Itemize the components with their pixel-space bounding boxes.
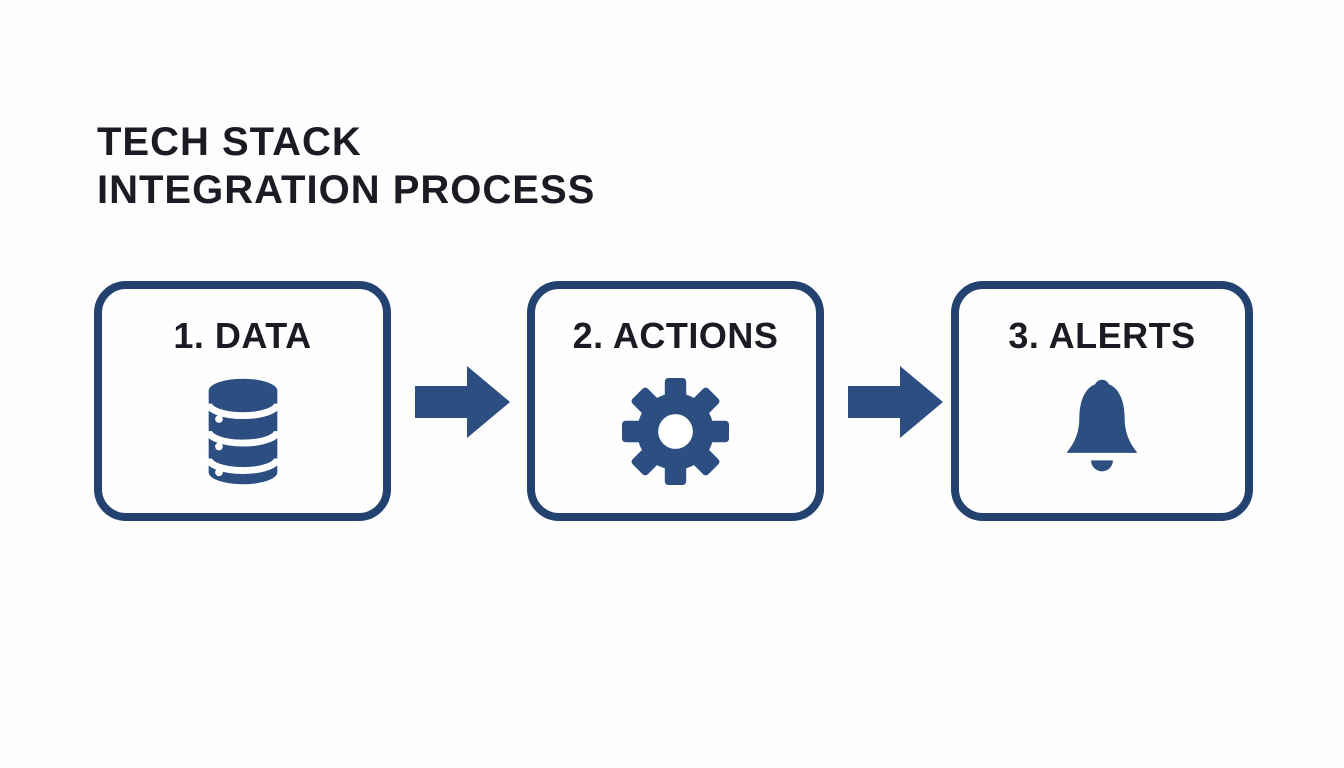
diagram-title-line1: TECH STACK — [97, 120, 362, 164]
diagram-title: TECH STACK INTEGRATION PROCESS — [97, 118, 595, 214]
database-icon — [200, 357, 286, 513]
arrow-right-icon — [415, 362, 510, 442]
step-label: 3. ALERTS — [1008, 315, 1196, 356]
step-box-data: 1. DATA — [94, 281, 391, 521]
gear-icon — [622, 357, 729, 513]
step-label: 2. ACTIONS — [572, 315, 779, 356]
diagram-title-line2: INTEGRATION PROCESS — [97, 168, 596, 212]
bell-icon — [1060, 357, 1144, 513]
step-box-alerts: 3. ALERTS — [951, 281, 1253, 521]
arrow-right-icon — [848, 362, 943, 442]
step-box-actions: 2. ACTIONS — [527, 281, 824, 521]
step-label: 1. DATA — [173, 315, 312, 356]
